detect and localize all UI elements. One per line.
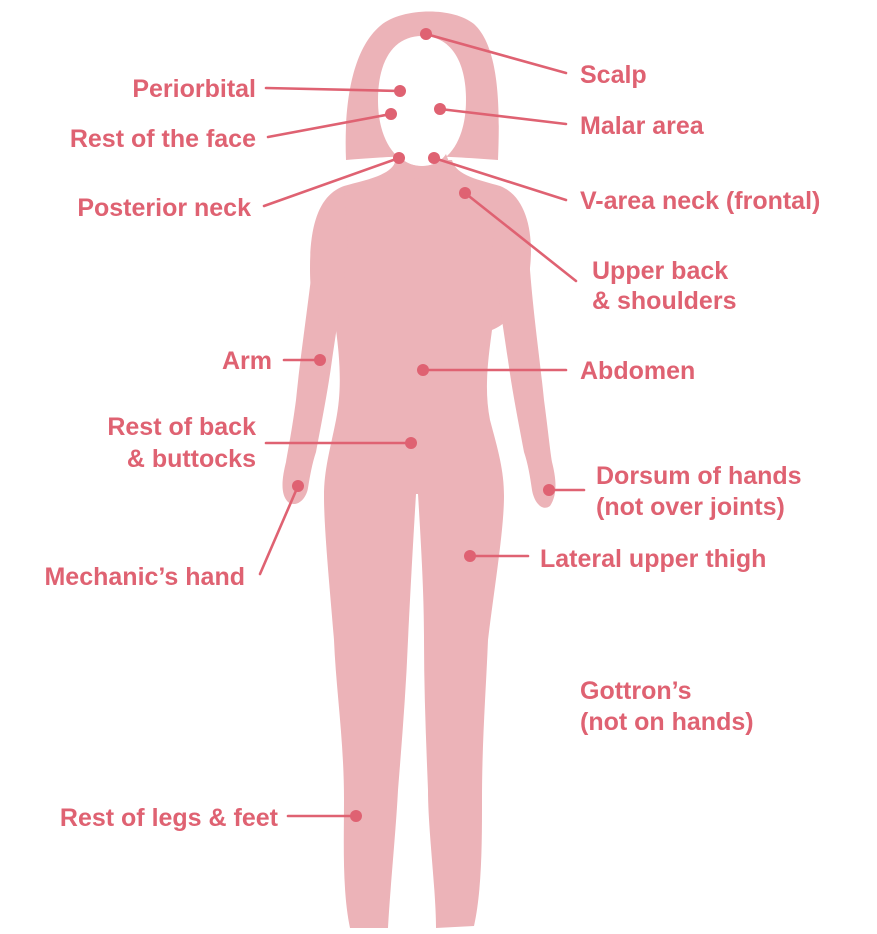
label-v-area-neck: V-area neck (frontal): [580, 187, 820, 215]
label-dorsum-hands-line1: Dorsum of hands: [596, 462, 802, 490]
right-arm-shape: [492, 190, 556, 508]
label-scalp: Scalp: [580, 61, 647, 89]
upper-back-marker: [459, 187, 471, 199]
dorsum-hands-marker: [543, 484, 555, 496]
label-rest-of-legs: Rest of legs & feet: [60, 804, 279, 832]
mechanics-hand-marker: [292, 480, 304, 492]
label-abdomen: Abdomen: [580, 357, 695, 385]
rest-of-face-marker: [385, 108, 397, 120]
face-shape: [378, 36, 466, 166]
label-rest-of-back-line2: & buttocks: [127, 445, 256, 473]
label-malar-area: Malar area: [580, 112, 705, 140]
arm-marker: [314, 354, 326, 366]
posterior-neck-marker: [393, 152, 405, 164]
label-periorbital: Periorbital: [132, 75, 256, 103]
mechanics-hand-leader: [260, 486, 298, 574]
abdomen-marker: [417, 364, 429, 376]
label-dorsum-hands-line2: (not over joints): [596, 493, 785, 521]
lateral-upper-thigh-marker: [464, 550, 476, 562]
periorbital-marker: [394, 85, 406, 97]
rest-of-legs-marker: [350, 810, 362, 822]
female-body-silhouette: [283, 11, 556, 928]
label-upper-back-line2: & shoulders: [592, 287, 736, 315]
label-rest-of-back-line1: Rest of back: [107, 413, 256, 441]
v-area-neck-marker: [428, 152, 440, 164]
label-lateral-upper-thigh: Lateral upper thigh: [540, 545, 766, 573]
label-mechanics-hand: Mechanic’s hand: [44, 563, 245, 591]
label-rest-of-face: Rest of the face: [70, 125, 256, 153]
label-arm: Arm: [222, 347, 272, 375]
label-posterior-neck: Posterior neck: [77, 194, 251, 222]
scalp-marker: [420, 28, 432, 40]
malar-area-marker: [434, 103, 446, 115]
label-upper-back-line1: Upper back: [592, 257, 728, 285]
rest-of-back-marker: [405, 437, 417, 449]
label-gottrons-line2: (not on hands): [580, 708, 754, 736]
label-gottrons-line1: Gottron’s: [580, 677, 692, 705]
